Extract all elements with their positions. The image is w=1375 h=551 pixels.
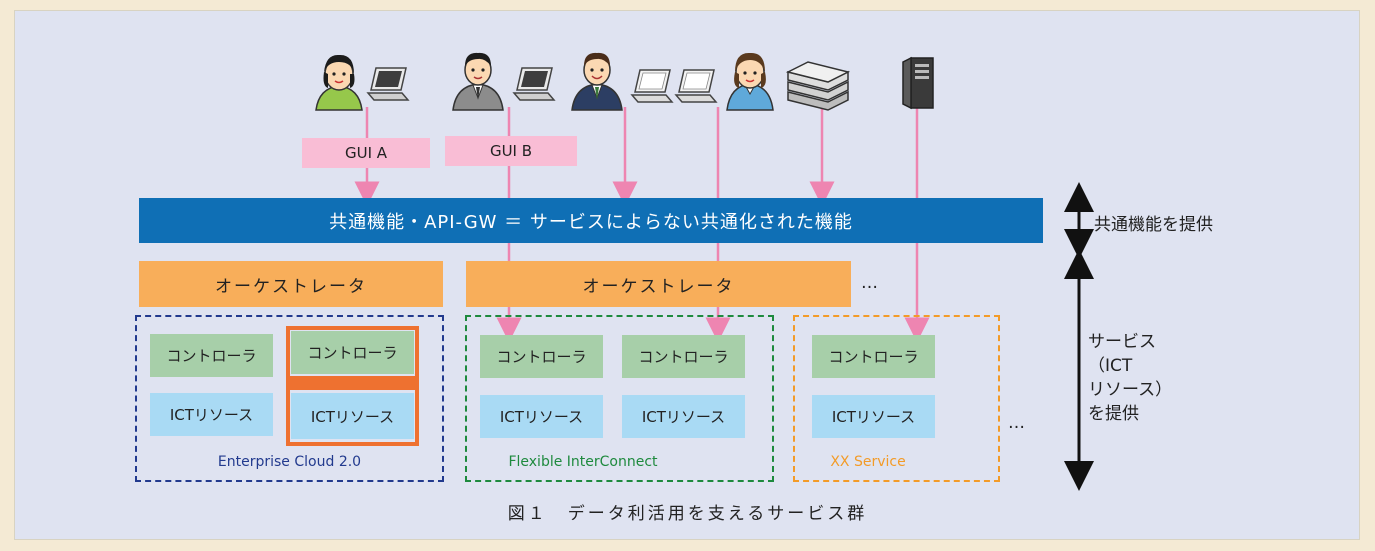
storage-icon — [785, 61, 851, 111]
resource-label: ICTリソース — [499, 408, 584, 426]
ellipsis-orchestrator: … — [861, 273, 878, 293]
orchestrator-center: オーケストレータ — [466, 261, 851, 307]
resource-fic-2: ICTリソース — [622, 395, 745, 438]
service-label-line-1: サービス — [1088, 332, 1156, 352]
controller-fic-2: コントローラ — [622, 335, 745, 378]
controller-label: コントローラ — [307, 344, 398, 362]
woman-icon — [315, 54, 363, 111]
resource-ec-2: ICTリソース — [291, 393, 414, 439]
resource-label: ICTリソース — [169, 406, 254, 424]
highlight-divider — [290, 376, 415, 390]
orchestrator-center-label: オーケストレータ — [582, 276, 735, 297]
controller-fic-1: コントローラ — [480, 335, 603, 378]
controller-xx: コントローラ — [812, 335, 935, 378]
server-icon — [902, 56, 934, 110]
common-function-banner: 共通機能・API-GW ＝ サービスによらない共通化された機能 — [139, 198, 1043, 243]
controller-label: コントローラ — [166, 347, 257, 365]
controller-label: コントローラ — [496, 348, 587, 366]
banner-label: 共通機能・API-GW ＝ サービスによらない共通化された機能 — [329, 211, 853, 233]
controller-label: コントローラ — [828, 348, 919, 366]
resource-label: ICTリソース — [831, 408, 916, 426]
resource-fic-1: ICTリソース — [480, 395, 603, 438]
group-label-enterprise-cloud: Enterprise Cloud 2.0 — [217, 454, 362, 470]
group-enterprise-cloud — [135, 315, 444, 482]
figure-caption: 図１ データ利活用を支えるサービス群 — [507, 504, 868, 524]
gui-b-box: GUI B — [445, 136, 577, 166]
orchestrator-left: オーケストレータ — [139, 261, 443, 307]
service-provide-label: サービス （ICT リソース） を提供 — [1088, 330, 1172, 426]
man-icon — [452, 52, 504, 111]
ellipsis-services: … — [1008, 413, 1025, 433]
group-xx-service — [793, 315, 1000, 482]
resource-xx: ICTリソース — [812, 395, 935, 438]
group-label-flexible-interconnect: Flexible InterConnect — [508, 454, 658, 470]
controller-label: コントローラ — [638, 348, 729, 366]
controller-ec-1: コントローラ — [150, 334, 273, 377]
service-label-line-3: リソース） — [1088, 380, 1173, 400]
laptop-icon — [512, 67, 556, 101]
gui-a-label: GUI A — [344, 144, 388, 162]
laptop-icon — [366, 67, 410, 101]
businessman-icon — [571, 52, 623, 111]
resource-label: ICTリソース — [310, 407, 395, 426]
laptop-icon — [630, 69, 674, 103]
gui-a-box: GUI A — [302, 138, 430, 168]
group-label-xx-service: XX Service — [830, 454, 906, 470]
service-label-line-2: （ICT — [1088, 356, 1133, 376]
highlighted-stack — [286, 326, 419, 446]
laptop-icon — [674, 69, 718, 103]
controller-ec-2: コントローラ — [291, 331, 414, 374]
woman-icon — [726, 52, 774, 111]
resource-label: ICTリソース — [641, 408, 726, 426]
resource-ec-1: ICTリソース — [150, 393, 273, 436]
service-label-line-4: を提供 — [1088, 404, 1139, 424]
gui-b-label: GUI B — [489, 142, 533, 160]
orchestrator-left-label: オーケストレータ — [215, 276, 367, 297]
group-flexible-interconnect — [465, 315, 774, 482]
common-function-label: 共通機能を提供 — [1094, 215, 1213, 235]
